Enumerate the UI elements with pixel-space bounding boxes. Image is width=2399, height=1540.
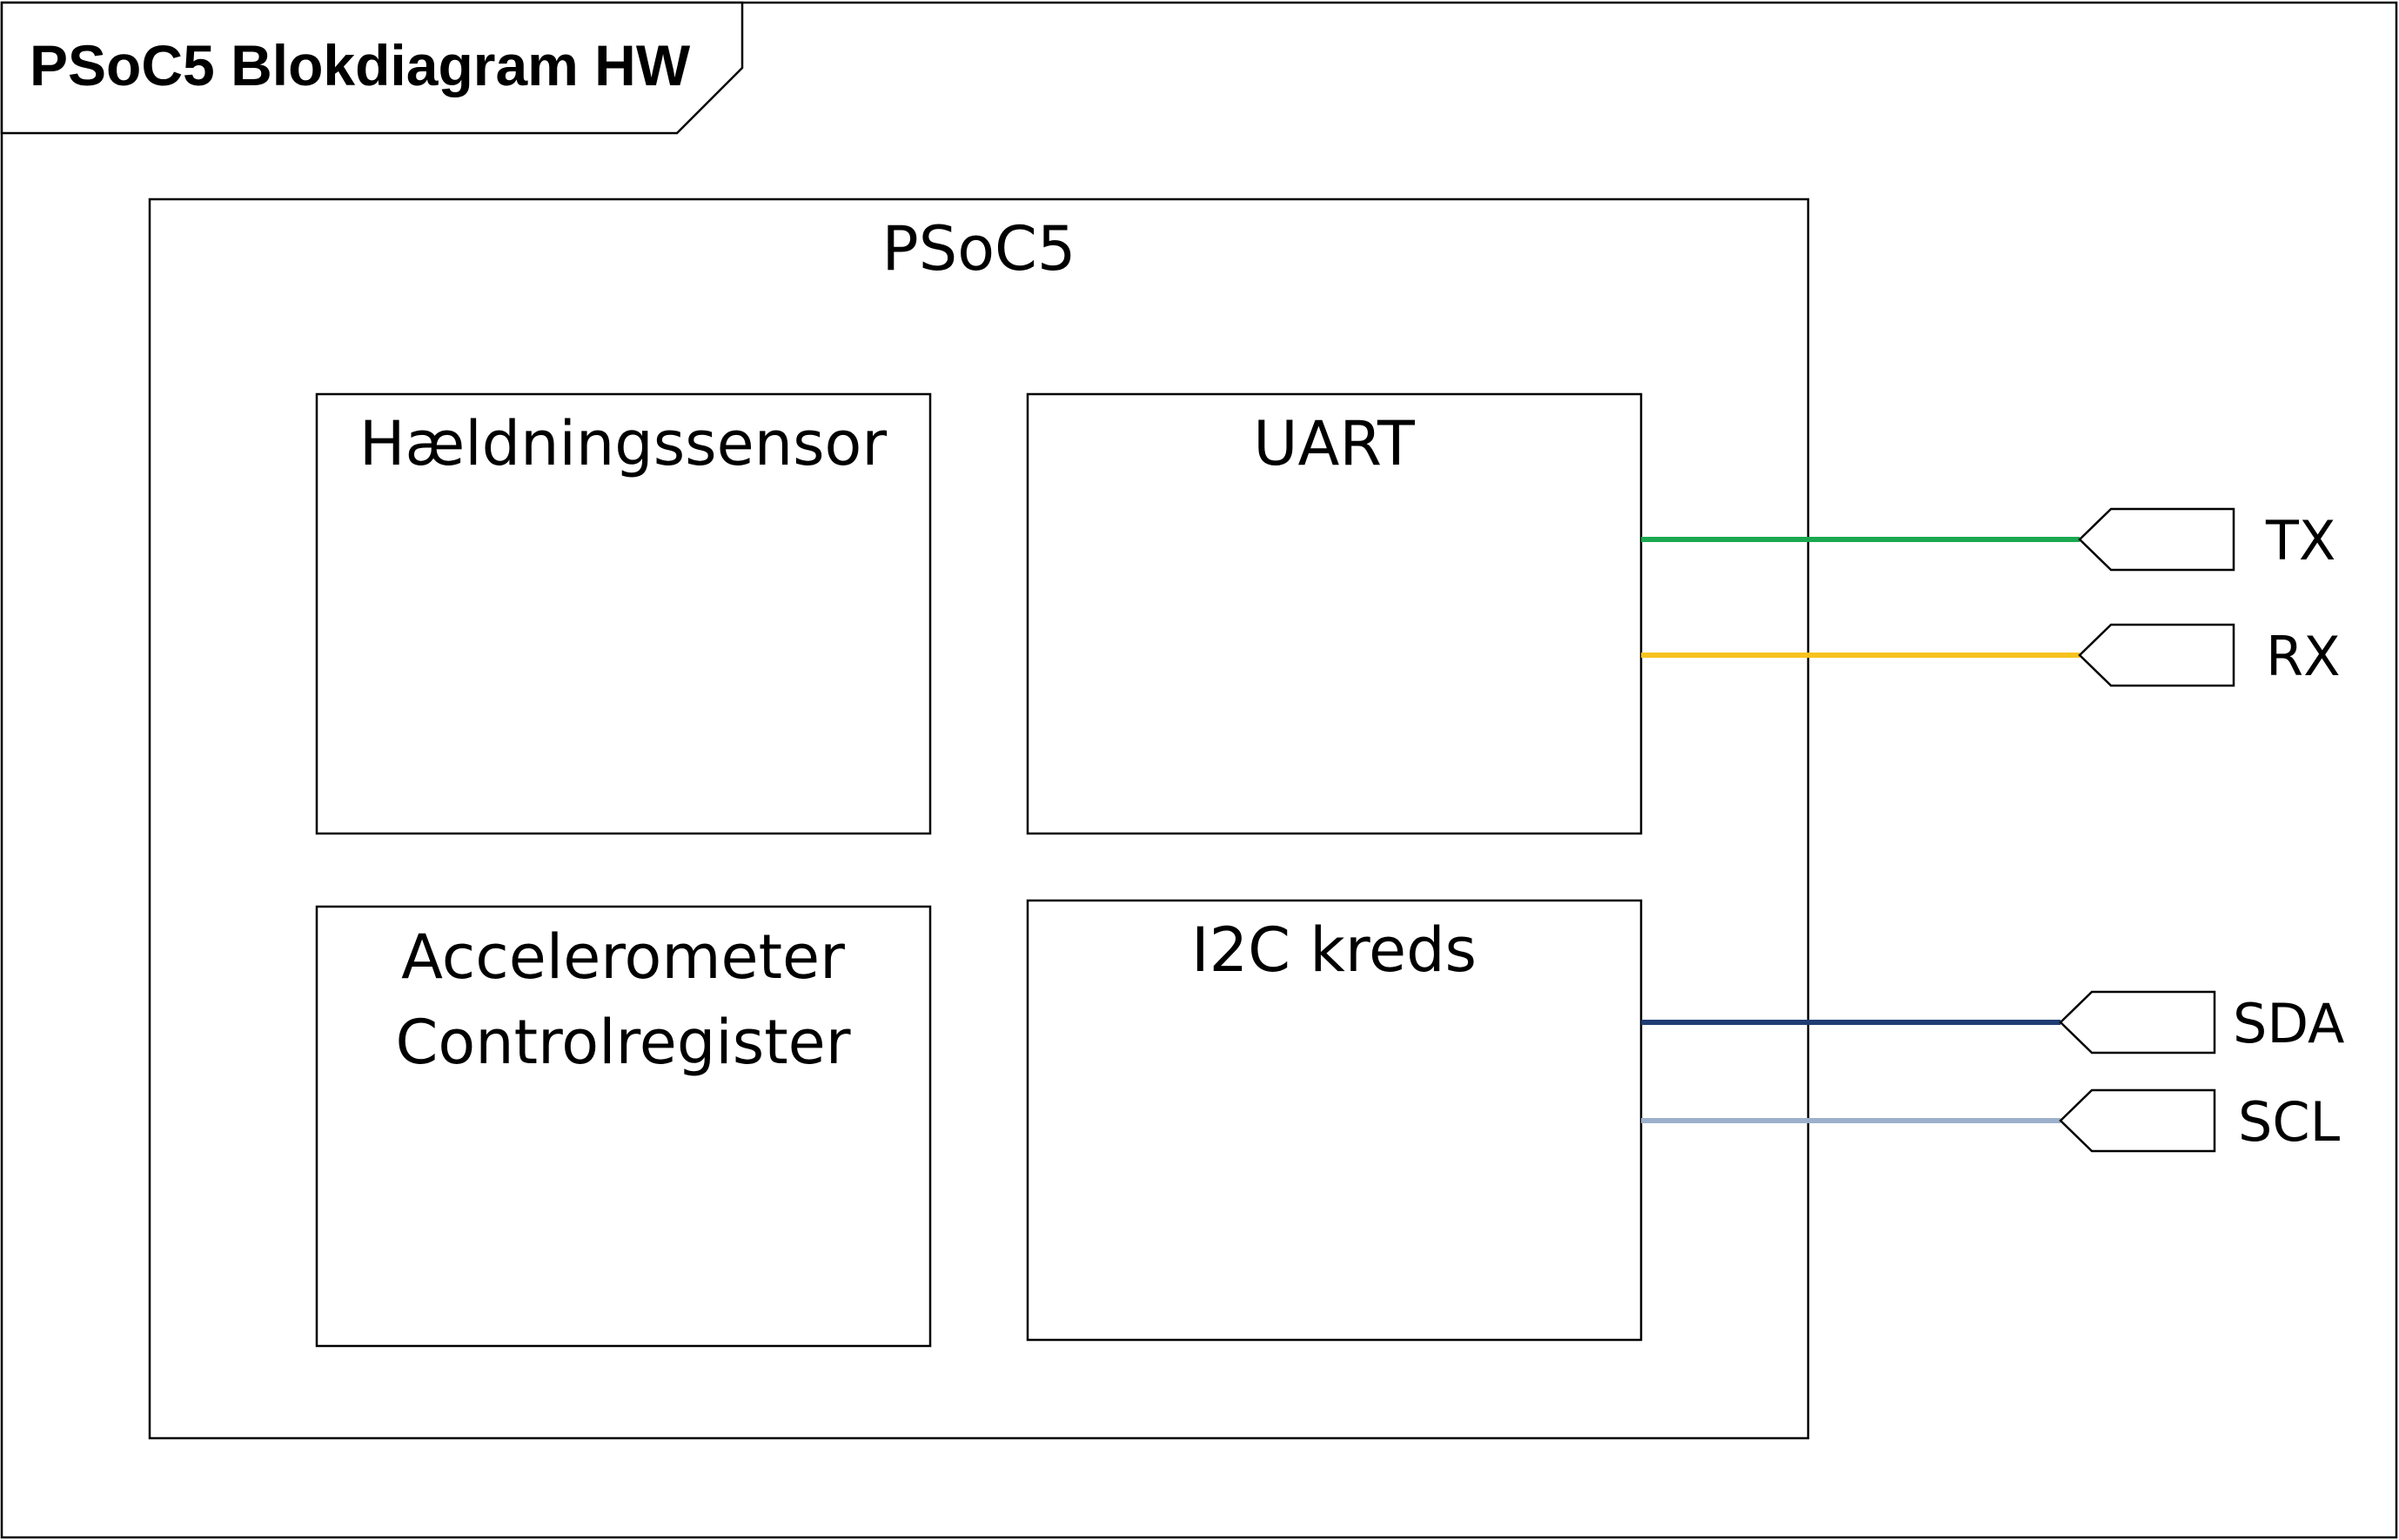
uart-label: UART xyxy=(1253,408,1415,479)
frame-title-tab xyxy=(0,1,744,135)
frame-title: PSoC5 Blokdiagram HW xyxy=(30,33,691,97)
psoc5-label: PSoC5 xyxy=(882,213,1076,285)
accelerometer-label-line2: Controlregister xyxy=(396,1007,851,1078)
tx-port-connector xyxy=(2078,507,2235,572)
rx-port-connector xyxy=(2078,623,2235,687)
tilt-sensor-label: Hældningssensor xyxy=(359,408,888,479)
scl-port-label: SCL xyxy=(2238,1090,2341,1154)
i2c-label: I2C kreds xyxy=(1191,914,1477,986)
sda-port-connector xyxy=(2059,990,2216,1055)
tilt-sensor-block xyxy=(315,392,932,835)
rx-port-label: RX xyxy=(2266,625,2341,688)
accelerometer-label-line1: Accelerometer xyxy=(401,921,845,993)
i2c-block xyxy=(1026,899,1643,1342)
uart-block xyxy=(1026,392,1643,835)
accelerometer-block xyxy=(315,905,932,1348)
scl-port-connector xyxy=(2059,1088,2216,1153)
sda-port-label: SDA xyxy=(2233,992,2344,1055)
tx-port-label: TX xyxy=(2265,509,2335,572)
